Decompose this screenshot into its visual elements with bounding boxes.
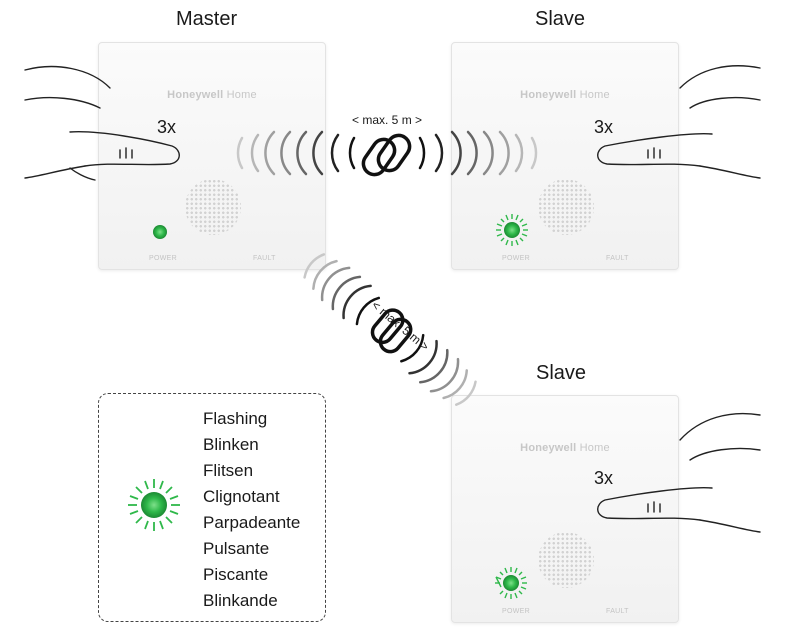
slave-bottom-power-led — [495, 567, 527, 599]
legend-item: Flashing — [203, 409, 268, 428]
slave-bottom-press-count: 3x — [594, 468, 614, 488]
hand-right-top-icon — [597, 65, 761, 179]
slave-top-label: Slave — [535, 8, 586, 30]
power-label: POWER — [502, 608, 530, 615]
legend-item: Piscante — [203, 565, 269, 584]
speaker-grille — [185, 179, 241, 235]
brand-logo: Honeywell Home — [167, 89, 257, 101]
hand-left-icon — [24, 65, 180, 181]
wave-horizontal-left — [236, 130, 356, 176]
slave-top-press-count: 3x — [594, 117, 614, 137]
speaker-grille — [538, 179, 594, 235]
legend-flashing-led-icon — [128, 479, 180, 531]
brand-logo: Honeywell Home — [520, 89, 610, 101]
slave-top-detector: Honeywell Home POWER FAULT — [451, 42, 679, 270]
slave-top-power-led — [496, 214, 528, 246]
master-press-count: 3x — [157, 117, 177, 137]
master-detector: Honeywell Home POWER FAULT — [98, 42, 326, 270]
slave-bottom-label: Slave — [536, 362, 587, 384]
slave-bottom-detector: Honeywell Home POWER FAULT — [451, 395, 679, 623]
legend-item: Blinken — [203, 435, 259, 454]
legend-item: Parpadeante — [203, 513, 301, 532]
led-legend-box: Flashing Blinken Flitsen Clignotant Parp… — [98, 393, 326, 622]
link-chain-icon — [361, 133, 412, 177]
legend-item: Pulsante — [203, 539, 270, 558]
fault-label: FAULT — [253, 255, 276, 262]
master-power-led — [153, 225, 167, 239]
wave-horizontal-right — [418, 130, 538, 176]
fault-label: FAULT — [606, 255, 629, 262]
power-label: POWER — [149, 255, 177, 262]
legend-item: Blinkande — [203, 591, 278, 610]
brand-logo: Honeywell Home — [520, 442, 610, 454]
speaker-grille — [538, 532, 594, 588]
legend-list: Flashing Blinken Flitsen Clignotant Parp… — [203, 406, 300, 614]
fault-label: FAULT — [606, 608, 629, 615]
wave-diagonal — [303, 253, 477, 406]
power-label: POWER — [502, 255, 530, 262]
distance-label-horizontal: < max. 5 m > — [352, 113, 423, 127]
master-label: Master — [176, 8, 238, 30]
hand-right-bottom-icon — [597, 412, 761, 533]
legend-item: Flitsen — [203, 461, 254, 480]
legend-item: Clignotant — [203, 487, 280, 506]
